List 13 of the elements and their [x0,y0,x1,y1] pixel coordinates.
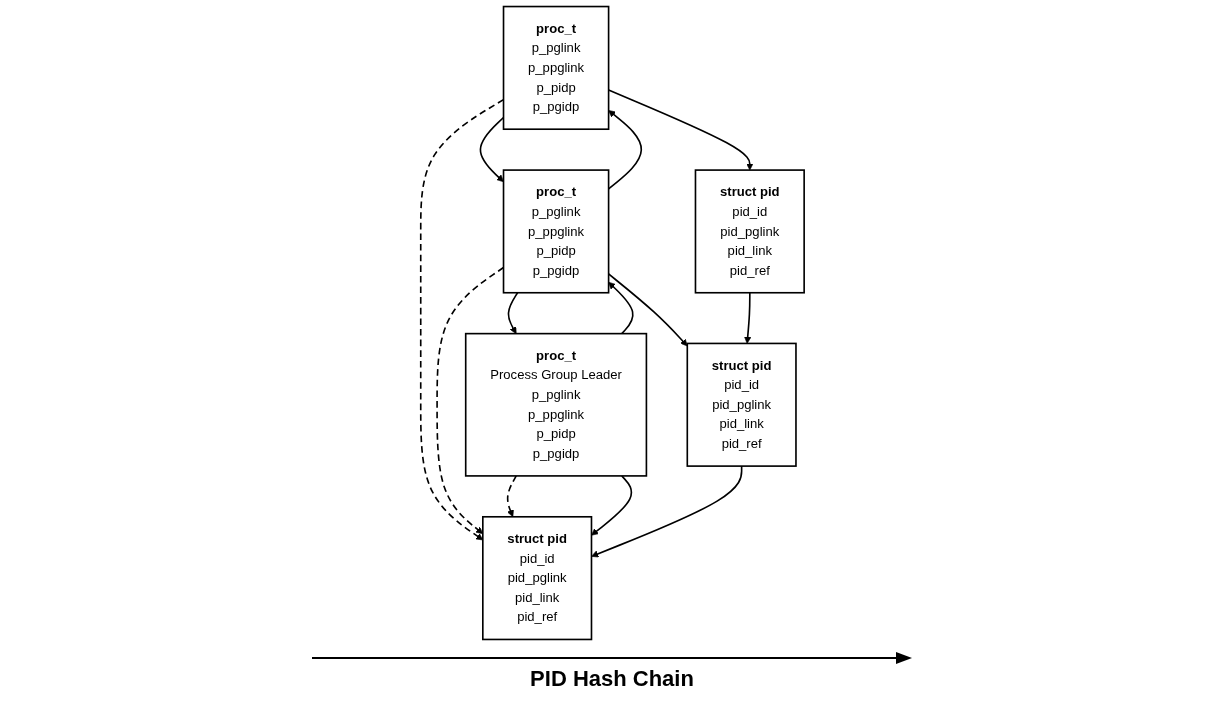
node-box: proc_t p_pglink p_ppglink p_pidp p_pgidp [502,5,609,130]
arrow [479,116,504,183]
arrow [435,266,504,535]
node-box: proc_t Process Group Leader p_pglink p_ppglink p_pidp p_pgidp [464,332,647,477]
arrow [507,291,518,334]
arrow [506,475,517,518]
axis-label: PID Hash Chain [530,666,694,692]
arrow [419,98,504,541]
node-box: struct pid pid_id pid_pglink pid_link pid_ref [694,169,805,294]
arrow [743,291,751,344]
node-box: struct pid pid_id pid_pglink pid_link pid_ref [481,515,592,641]
node-box: struct pid pid_id pid_pglink pid_link pid_ref [686,342,797,467]
node-box: proc_t p_pglink p_ppglink p_pidp p_pgidp [502,169,609,294]
